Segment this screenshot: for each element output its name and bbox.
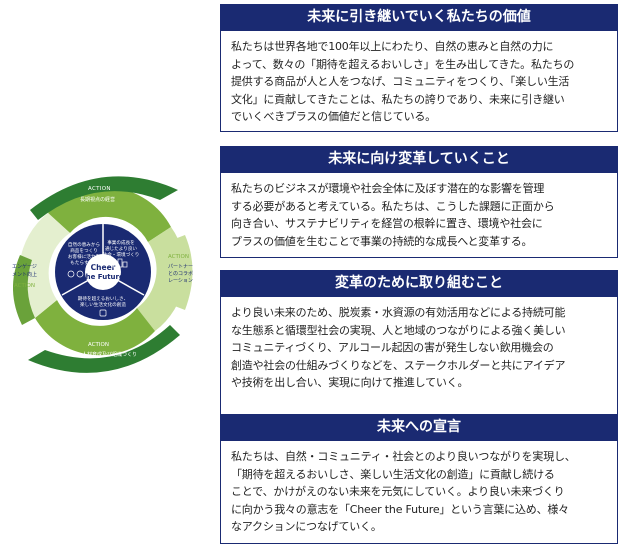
panel-line: する必要があると考えている。私たちは、こうした課題に正面から <box>231 199 555 213</box>
panel-line: 私たちは世界各地で100年以上にわたり、自然の恵みと自然の力に <box>231 40 554 53</box>
leaf-icon <box>67 270 84 278</box>
segment-text: お客様に活力を <box>68 253 101 260</box>
action-long-term: ACTION 長期視点の経営 <box>80 186 115 203</box>
swirl-right <box>172 235 193 310</box>
panel-line: でいくべきプラスの価値だと信じている。 <box>231 110 436 123</box>
panel-initiatives: 変革のために取り組むこと より良い未来のため、脱炭素・水資源の有効活用などによる… <box>220 270 618 428</box>
panel-line: なアクションにつなげていく。 <box>231 520 382 533</box>
panel-line: 向き合い、サステナビリティを経営の根幹に置き、環境や社会に <box>231 217 543 230</box>
segment-text: 事業の成長を <box>107 239 135 246</box>
panel-line: や技術を出し合い、実現に向けて推進していく。 <box>231 376 469 389</box>
panel-line: プラスの価値を生むことで事業の持続的な成長へと変革する。 <box>231 234 533 248</box>
panel-body: 私たちは世界各地で100年以上にわたり、自然の恵みと自然の力に よって、数々の「… <box>220 31 618 132</box>
panel-line: よって、数々の「期待を超えるおいしさ」を生み出してきた。私たちの <box>231 57 575 71</box>
center-title-line2: the Future <box>82 273 124 281</box>
panel-declaration: 未来への宣言 私たちは、自然・コミュニティ・社会とのより良いつながりを実現し、 … <box>220 414 618 544</box>
panel-line: コミュニティづくり、アルコール起因の害が発生しない飲用機会の <box>231 341 554 354</box>
segment-text: 社会・環境づくり <box>103 251 140 258</box>
panel-line: 私たちは、自然・コミュニティ・社会とのより良いつながりを実現し、 <box>231 450 576 463</box>
outer-ring-left <box>19 213 70 318</box>
people-icon <box>112 258 128 268</box>
panel-line: 私たちのビジネスが環境や社会全体に及ぼす潜在的な影響を管理 <box>231 182 545 195</box>
center-disc <box>85 254 121 290</box>
action-label: 長期視点の経営 <box>80 196 115 203</box>
segment-social: 事業の成長を 通じたより良い 社会・環境づくり <box>103 239 140 258</box>
action-word: ACTION <box>168 254 189 260</box>
action-label: エンゲージ <box>12 263 37 270</box>
panel-line: 提供する商品が人と人をつなげ、コミュニティをつくり、「楽しい生活 <box>231 75 570 88</box>
action-partner: ACTION パートナー とのコラボ レーション <box>168 254 193 284</box>
panel-title: 未来に向け変革していくこと <box>220 146 618 173</box>
action-word: ACTION <box>14 283 35 289</box>
segment-text: 期待を超えるおいしさ、 <box>78 295 128 302</box>
segment-text: 商品をつくり <box>70 247 98 254</box>
segment-text: 楽しい生活文化の創造 <box>80 301 126 308</box>
segment-text: 自然の恵みから <box>68 241 100 248</box>
action-engagement: エンゲージ メント向上 ACTION <box>12 263 37 289</box>
outer-ring-top <box>48 187 171 242</box>
action-word: ACTION <box>88 186 111 192</box>
panel-title: 未来に引き継いでいく私たちの価値 <box>220 4 618 31</box>
swirl-left <box>12 255 35 325</box>
action-label: メント向上 <box>12 271 37 278</box>
panel-line: 文化」に貢献してきたことは、私たちの誇りであり、未来に引き継い <box>231 92 565 106</box>
panel-line: 創造や社会の仕組みづくりなどを、ステークホルダーと共にアイデア <box>231 358 566 372</box>
action-label: パートナー <box>168 264 193 270</box>
panel-line: 「期待を超えるおいしさ、楽しい生活文化の創造」に貢献し続ける <box>231 467 555 481</box>
panel-line: より良い未来のため、脱炭素・水資源の有効活用などによる持続可能 <box>231 306 566 319</box>
panel-transformation: 未来に向け変革していくこと 私たちのビジネスが環境や社会全体に及ぼす潜在的な影響… <box>220 146 618 258</box>
center-title-line1: Cheer <box>91 263 116 272</box>
panel-line: ことで、かけがえのない未来を元気にしていく。より良い未来づくり <box>231 485 565 498</box>
segment-text: 通じたより良い <box>105 245 137 252</box>
action-label: 人材育成及び組織づくり <box>82 351 137 358</box>
segment-text: もたらす事業 <box>70 259 98 266</box>
action-talent: ACTION 人材育成及び組織づくり <box>82 342 137 358</box>
segment-culture: 期待を超えるおいしさ、 楽しい生活文化の創造 <box>78 295 128 308</box>
action-label: とのコラボ <box>168 270 193 277</box>
cheer-the-future-diagram: Cheer the Future 事業の成長を 通じたより良い 社会・環境づくり… <box>12 176 193 373</box>
glass-icon <box>99 309 107 317</box>
action-word: ACTION <box>88 342 109 348</box>
segment-nature: 自然の恵みから 商品をつくり お客様に活力を もたらす事業 <box>68 241 101 266</box>
swirl-top <box>30 176 178 220</box>
panel-title: 変革のために取り組むこと <box>220 270 618 297</box>
panel-line: な生態系と循環型社会の実現、人と地域のつながりによる強く美しい <box>231 323 566 337</box>
panel-title: 未来への宣言 <box>220 414 618 441</box>
action-label: レーション <box>168 278 193 284</box>
panel-value: 未来に引き継いでいく私たちの価値 私たちは世界各地で100年以上にわたり、自然の… <box>220 4 618 132</box>
swirl-bottom <box>28 325 180 373</box>
panel-body: 私たちのビジネスが環境や社会全体に及ぼす潜在的な影響を管理 する必要があると考え… <box>220 173 618 258</box>
panel-line: に向かう我々の意志を「Cheer the Future」という言葉に込め、様々 <box>231 502 569 516</box>
panel-body: より良い未来のため、脱炭素・水資源の有効活用などによる持続可能 な生態系と循環型… <box>220 297 618 428</box>
panel-body: 私たちは、自然・コミュニティ・社会とのより良いつながりを実現し、 「期待を超える… <box>220 441 618 544</box>
outer-ring-bottom <box>35 300 155 356</box>
